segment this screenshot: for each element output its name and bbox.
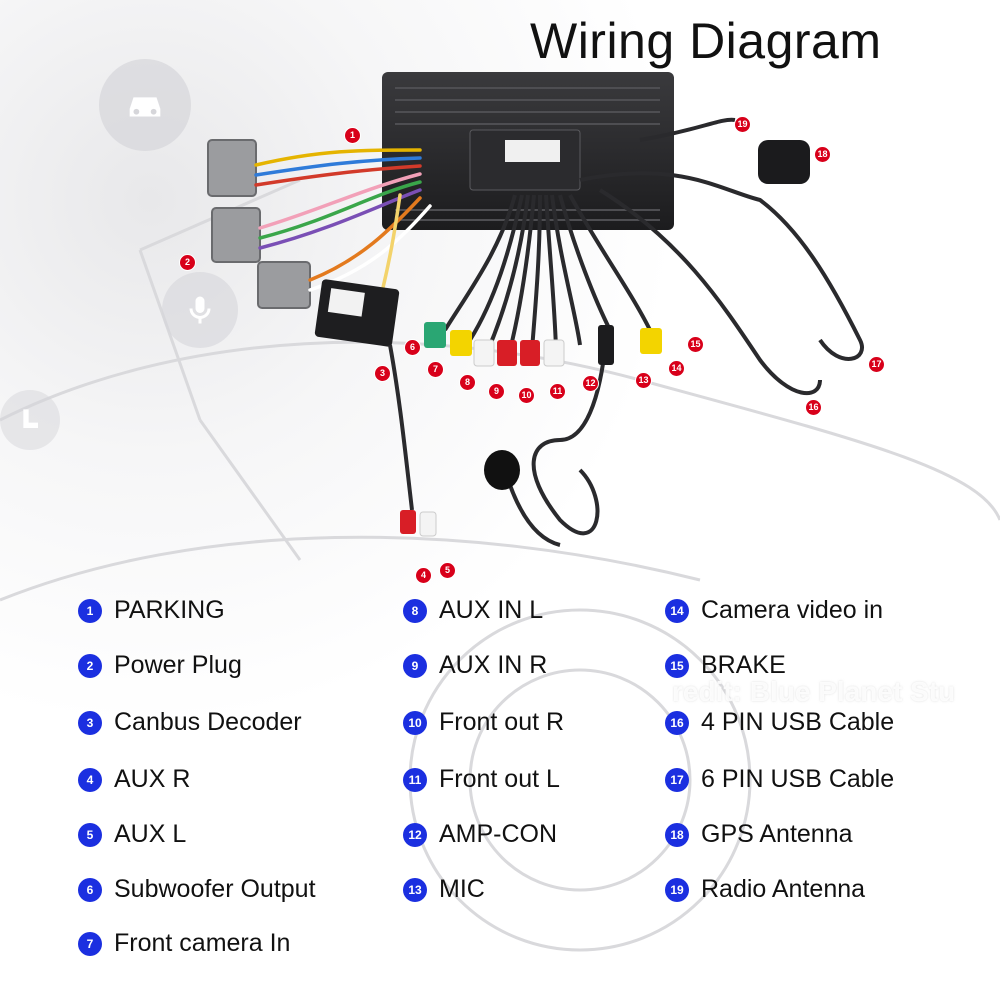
legend-number-badge: 9 <box>403 653 427 678</box>
legend-item: 12 AMP-CON <box>403 820 557 849</box>
callout-marker-11: 11 <box>550 384 565 399</box>
legend-label: AMP-CON <box>439 820 558 848</box>
photo-credit-watermark: redit: Blue Planet Stu <box>672 676 956 707</box>
legend-label: Front camera In <box>114 929 291 957</box>
legend-number-badge: 5 <box>78 822 102 847</box>
microphone-icon <box>189 296 211 324</box>
legend-item: 7 Front camera In <box>78 929 290 958</box>
callout-marker-16: 16 <box>806 400 821 415</box>
legend-number-badge: 12 <box>403 822 427 847</box>
legend-number-badge: 16 <box>665 710 689 735</box>
legend-number-badge: 14 <box>665 598 689 623</box>
legend-label: Camera video in <box>701 596 884 624</box>
legend-label: Radio Antenna <box>701 875 866 903</box>
canbus-decoder <box>314 279 400 347</box>
legend-label: 4 PIN USB Cable <box>701 708 895 736</box>
legend-label: GPS Antenna <box>701 820 853 848</box>
legend-item: 16 4 PIN USB Cable <box>665 708 894 737</box>
legend-item: 3 Canbus Decoder <box>78 708 302 737</box>
legend-item: 4 AUX R <box>78 765 190 794</box>
legend-number-badge: 15 <box>665 653 689 678</box>
legend-label: PARKING <box>114 596 225 624</box>
car-icon <box>129 97 161 117</box>
power-plug-connectors <box>207 139 311 309</box>
legend-number-badge: 4 <box>78 767 102 792</box>
legend-number-badge: 11 <box>403 767 427 792</box>
seat-icon <box>23 409 38 428</box>
page-title: Wiring Diagram <box>530 13 882 69</box>
legend-number-badge: 19 <box>665 877 689 902</box>
callout-marker-10: 10 <box>519 388 534 403</box>
legend-number-badge: 7 <box>78 931 102 956</box>
legend-number-badge: 3 <box>78 710 102 735</box>
legend-label: Power Plug <box>114 651 242 679</box>
callout-marker-5: 5 <box>440 563 455 578</box>
legend-item: 2 Power Plug <box>78 651 242 680</box>
legend-item: 8 AUX IN L <box>403 596 543 625</box>
legend-item: 11 Front out L <box>403 765 560 794</box>
legend-item: 18 GPS Antenna <box>665 820 853 849</box>
callout-marker-3: 3 <box>375 366 390 381</box>
legend-number-badge: 2 <box>78 653 102 678</box>
gps-antenna <box>758 140 810 184</box>
legend-label: AUX IN L <box>439 596 544 624</box>
legend-label: Canbus Decoder <box>114 708 302 736</box>
callout-marker-4: 4 <box>416 568 431 583</box>
legend-number-badge: 6 <box>78 877 102 902</box>
legend-item: 14 Camera video in <box>665 596 883 625</box>
callout-marker-6: 6 <box>405 340 420 355</box>
legend-number-badge: 13 <box>403 877 427 902</box>
legend-number-badge: 1 <box>78 598 102 623</box>
callout-marker-13: 13 <box>636 373 651 388</box>
legend-label: Front out L <box>439 765 560 793</box>
legend-item: 15 BRAKE <box>665 651 786 680</box>
legend-item: 13 MIC <box>403 875 485 904</box>
legend-item: 6 Subwoofer Output <box>78 875 316 904</box>
legend-item: 9 AUX IN R <box>403 651 547 680</box>
legend-label: 6 PIN USB Cable <box>701 765 895 793</box>
legend-number-badge: 18 <box>665 822 689 847</box>
legend-item: 17 6 PIN USB Cable <box>665 765 894 794</box>
legend-label: AUX L <box>114 820 187 848</box>
callout-marker-19: 19 <box>735 117 750 132</box>
callout-marker-9: 9 <box>489 384 504 399</box>
callout-marker-8: 8 <box>460 375 475 390</box>
legend-item: 1 PARKING <box>78 596 225 625</box>
legend-label: MIC <box>439 875 485 903</box>
callout-marker-1: 1 <box>345 128 360 143</box>
legend-label: BRAKE <box>701 651 786 679</box>
callout-marker-14: 14 <box>669 361 684 376</box>
legend-item: 19 Radio Antenna <box>665 875 865 904</box>
microphone <box>484 450 520 490</box>
callout-marker-17: 17 <box>869 357 884 372</box>
legend-item: 5 AUX L <box>78 820 186 849</box>
callout-marker-2: 2 <box>180 255 195 270</box>
legend-item: 10 Front out R <box>403 708 564 737</box>
legend-label: AUX R <box>114 765 191 793</box>
legend-number-badge: 10 <box>403 710 427 735</box>
rca-plugs <box>400 322 662 537</box>
callout-marker-18: 18 <box>815 147 830 162</box>
callout-marker-7: 7 <box>428 362 443 377</box>
legend-label: Front out R <box>439 708 565 736</box>
legend-label: Subwoofer Output <box>114 875 316 903</box>
legend-number-badge: 8 <box>403 598 427 623</box>
legend-label: AUX IN R <box>439 651 548 679</box>
callout-marker-15: 15 <box>688 337 703 352</box>
wiring-harness-illustration <box>207 72 864 547</box>
callout-marker-12: 12 <box>583 376 598 391</box>
legend-number-badge: 17 <box>665 767 689 792</box>
